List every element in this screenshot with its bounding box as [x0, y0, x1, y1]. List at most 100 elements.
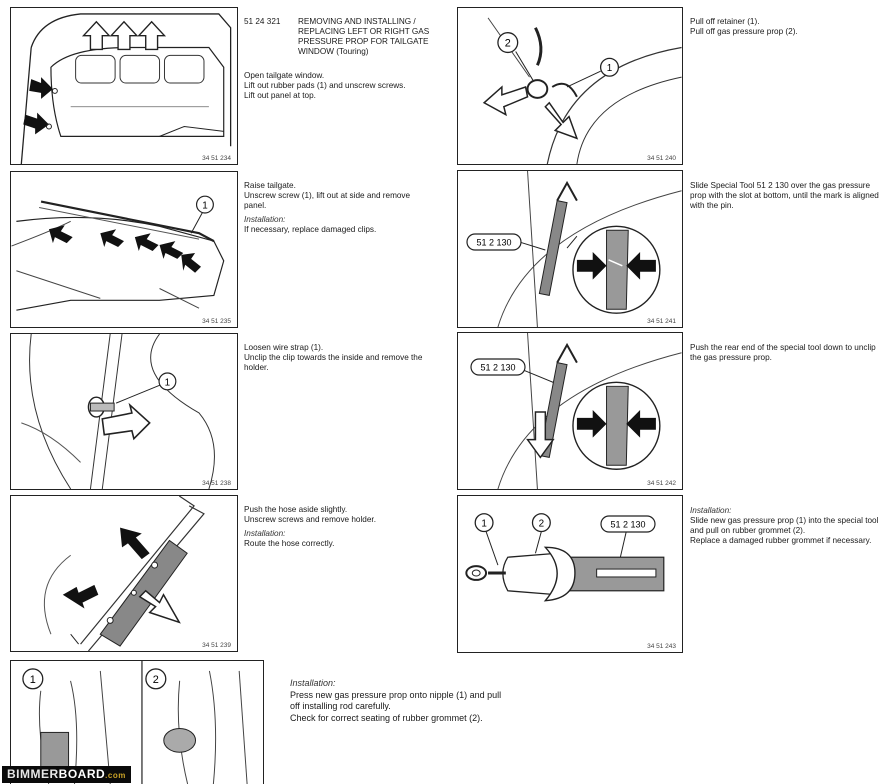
tailgate-window-illustration — [20, 13, 232, 164]
callout-label: 1 — [481, 519, 486, 530]
right-arrow-icon — [576, 251, 607, 280]
watermark-part: .com — [105, 771, 126, 780]
bimmerboard-watermark: BIMMERBOARD.com — [2, 766, 131, 783]
callout-label: 1 — [202, 201, 207, 212]
step-9-text: Installation: Press new gas pressure pro… — [290, 678, 510, 724]
callout-1 — [474, 513, 494, 533]
arrow-icon — [48, 225, 202, 273]
callout-2 — [145, 668, 167, 690]
step-4-text: Push the hose aside slightly. Unscrew sc… — [244, 505, 429, 549]
callout-1 — [22, 668, 44, 690]
callout-1 — [599, 57, 620, 77]
callout-1 — [195, 195, 214, 214]
figure-number: 34 51 239 — [202, 642, 231, 649]
installation-line: Press new gas pressure prop onto nipple … — [290, 689, 502, 712]
tailgate-panel-illustration: 1 — [11, 195, 225, 311]
installation-label: Installation: — [690, 506, 732, 515]
figure-number: 34 51 242 — [647, 480, 676, 487]
figure-34-51-234: 34 51 234 — [10, 7, 238, 165]
special-tool-slide-illustration — [497, 171, 682, 327]
arrow-icon — [62, 584, 99, 609]
procedure-title: REMOVING AND INSTALLING / REPLACING LEFT… — [298, 17, 430, 56]
step-line: Open tailgate window. — [244, 71, 325, 80]
tool-number: 51 2 130 — [476, 238, 511, 248]
installation-line: Slide new gas pressure prop (1) into the… — [690, 516, 879, 535]
tool-callout: 51 2 130 — [600, 515, 656, 533]
tool-callout: 51 2 130 — [470, 358, 526, 376]
step-2-text: Raise tailgate. Unscrew screw (1), lift … — [244, 181, 429, 235]
installation-label: Installation: — [244, 215, 286, 224]
callout-label: 1 — [607, 63, 612, 74]
figure-34-51-239: 34 51 239 — [10, 495, 238, 652]
right-arrow-icon — [576, 410, 607, 438]
wire-strap-holder-illustration: 1 — [21, 334, 215, 489]
tool-callout: 51 2 130 — [466, 233, 522, 251]
figure-34-51-238: 1 34 51 238 — [10, 333, 238, 490]
step-3-text: Loosen wire strap (1). Unclip the clip t… — [244, 343, 429, 373]
callout-label: 2 — [153, 674, 159, 686]
figure-number: 34 51 243 — [647, 643, 676, 650]
figure-34-51-241: 51 2 130 34 51 241 — [457, 170, 683, 328]
callout-1 — [158, 372, 177, 391]
step-line: Raise tailgate. — [244, 181, 296, 190]
figure-number: 34 51 234 — [202, 155, 231, 162]
figure-34-51-240: 2 1 34 51 240 — [457, 7, 683, 165]
left-arrow-icon — [626, 410, 656, 438]
right-arrow-icon — [101, 402, 151, 441]
down-right-arrow-icon — [544, 101, 579, 140]
figure-nipple-installation: 1 2 — [10, 660, 264, 784]
step-line: Pull off retainer (1). — [690, 17, 760, 26]
callout-label: 1 — [30, 674, 36, 686]
down-arrow-icon — [526, 411, 555, 459]
callout-label: 2 — [505, 38, 511, 50]
callout-2 — [531, 513, 551, 533]
callout-label: 1 — [165, 377, 170, 388]
step-line: Slide Special Tool 51 2 130 over the gas… — [690, 181, 879, 210]
nipple-grommet-illustration: 1 2 — [22, 661, 248, 784]
procedure-header: 51 24 321 REMOVING AND INSTALLING / REPL… — [244, 17, 454, 62]
step-line: Unscrew screws and remove holder. — [244, 515, 376, 524]
grommet-tool-illustration: 1 2 — [465, 513, 665, 602]
procedure-code: 51 24 321 — [244, 17, 281, 26]
arrow-icon — [120, 527, 150, 560]
figure-34-51-242: 51 2 130 34 51 242 — [457, 332, 683, 490]
arrow-icon — [29, 77, 53, 99]
hose-holder-illustration — [43, 496, 205, 651]
figure-34-51-235: 1 34 51 235 — [10, 171, 238, 328]
tool-number: 51 2 130 — [480, 363, 515, 373]
unclip-prop-illustration — [497, 333, 682, 489]
installation-line: Route the hose correctly. — [244, 539, 335, 548]
retainer-prop-illustration: 2 1 — [482, 17, 682, 164]
figure-number: 34 51 241 — [647, 318, 676, 325]
down-right-arrow-icon — [138, 589, 181, 624]
figure-number: 34 51 235 — [202, 318, 231, 325]
up-arrow-icon — [81, 20, 167, 51]
step-line: Lift out panel at top. — [244, 91, 316, 100]
watermark-part: BIMMER — [7, 767, 59, 781]
installation-line: Check for correct seating of rubber grom… — [290, 712, 483, 723]
installation-line: If necessary, replace damaged clips. — [244, 225, 377, 234]
installation-label: Installation: — [244, 529, 286, 538]
callout-label: 2 — [539, 519, 544, 530]
step-line: Lift out rubber pads (1) and unscrew scr… — [244, 81, 406, 90]
step-line: Loosen wire strap (1). — [244, 343, 324, 352]
step-line: Unclip the clip towards the inside and r… — [244, 353, 423, 372]
figure-number: 34 51 240 — [647, 155, 676, 162]
installation-label: Installation: — [290, 678, 336, 688]
callout-2 — [497, 32, 519, 54]
installation-line: Replace a damaged rubber grommet if nece… — [690, 536, 872, 545]
step-line: Push the rear end of the special tool do… — [690, 343, 876, 362]
figure-34-51-243: 1 2 51 2 130 34 51 243 — [457, 495, 683, 653]
left-arrow-icon — [626, 251, 656, 280]
step-line: Pull off gas pressure prop (2). — [690, 27, 798, 36]
arrow-icon — [23, 112, 49, 135]
tool-number: 51 2 130 — [610, 520, 645, 530]
watermark-part: BOARD — [58, 767, 106, 781]
step-line: Push the hose aside slightly. — [244, 505, 348, 514]
step-line: Unscrew screw (1), lift out at side and … — [244, 191, 411, 210]
step-8-text: Installation: Slide new gas pressure pro… — [690, 506, 885, 546]
step-5-text: Pull off retainer (1). Pull off gas pres… — [690, 17, 880, 37]
left-arrow-icon — [482, 85, 529, 117]
step-6-text: Slide Special Tool 51 2 130 over the gas… — [690, 181, 885, 211]
step-1-text: Open tailgate window. Lift out rubber pa… — [244, 71, 429, 101]
